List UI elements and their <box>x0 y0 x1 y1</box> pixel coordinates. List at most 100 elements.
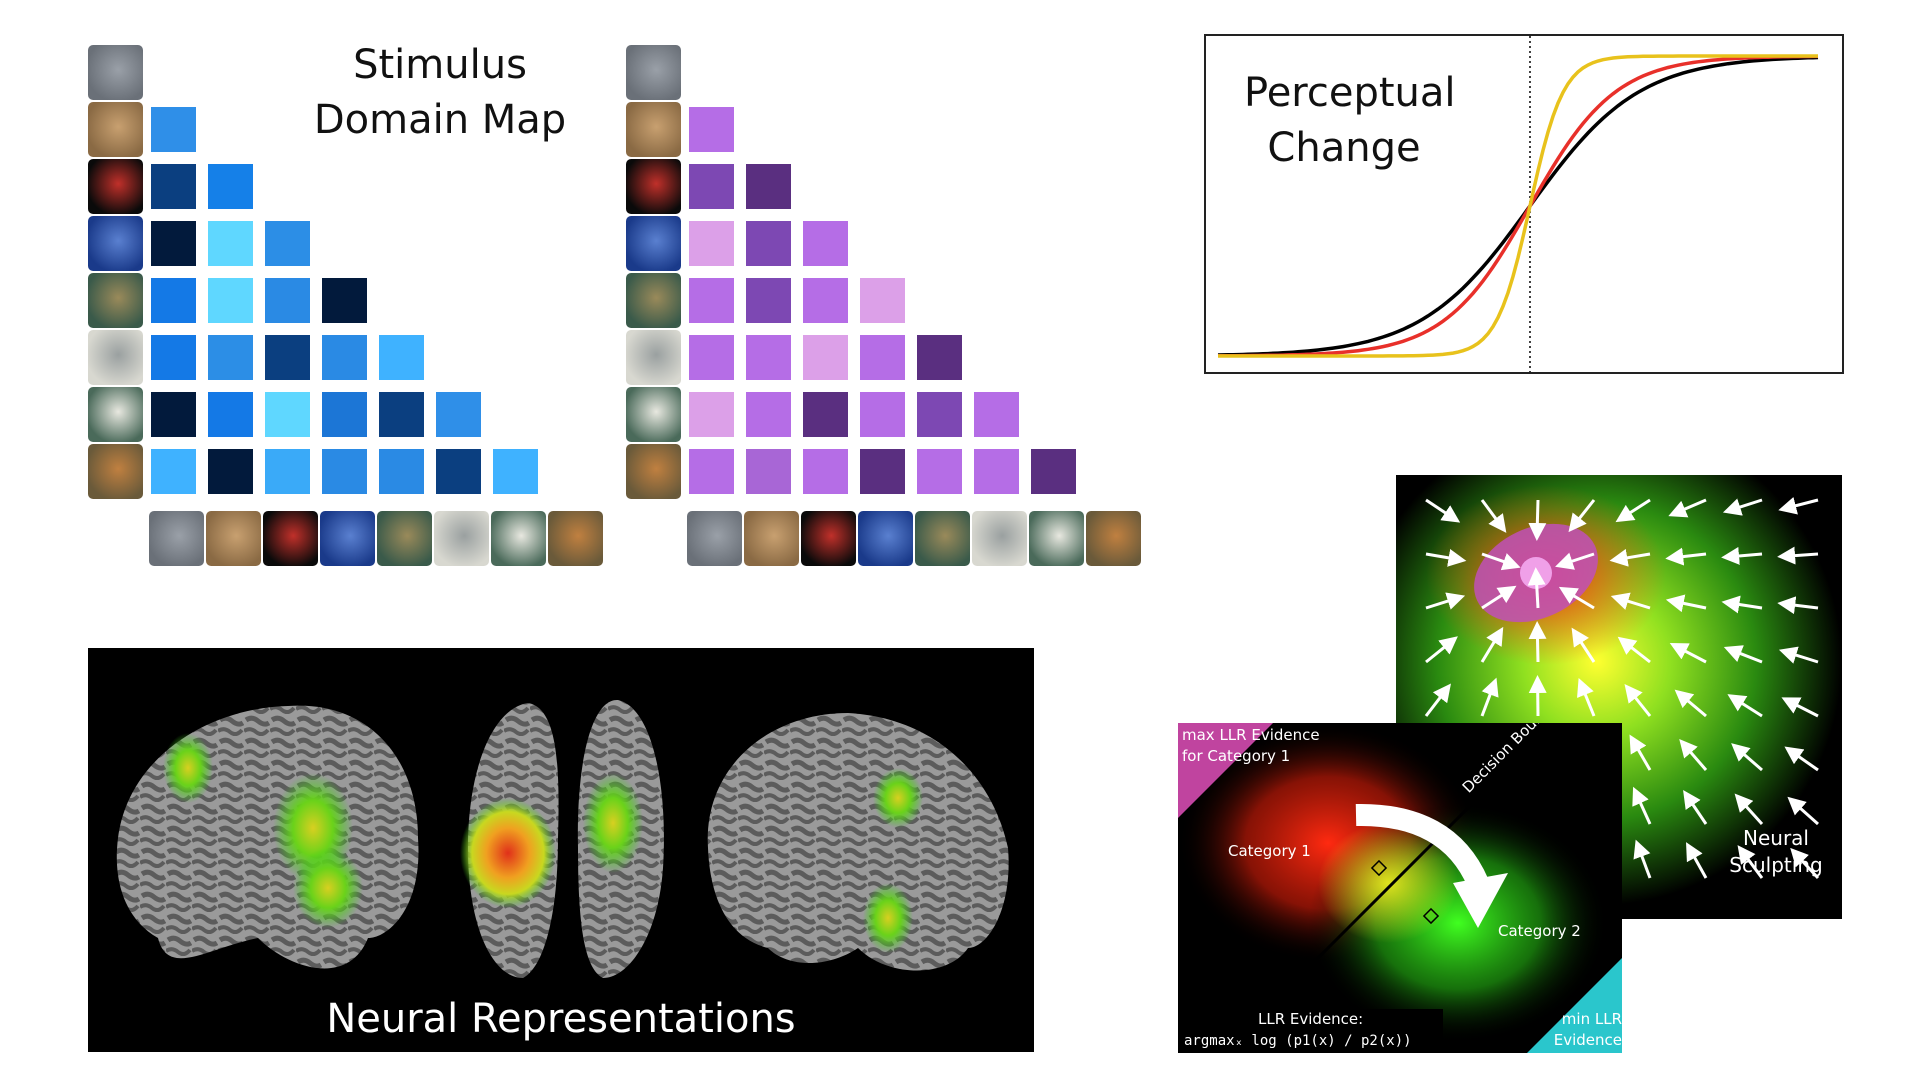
min-evidence-label: min LLR Evidence for Category 1 <box>1514 1010 1622 1053</box>
matrix-cell <box>746 221 791 266</box>
matrix-cell <box>803 278 848 323</box>
field-arrow <box>1424 683 1451 717</box>
owl-thumbnail <box>626 102 681 157</box>
snake-thumbnail <box>263 511 318 566</box>
field-arrow <box>1686 842 1708 879</box>
matrix-cell <box>322 392 367 437</box>
field-arrow <box>1425 636 1458 664</box>
field-arrow <box>1777 546 1819 565</box>
matrix-cell <box>746 278 791 323</box>
stimulus-marker-2 <box>1422 907 1440 925</box>
matrix-cell <box>917 335 962 380</box>
matrix-cell <box>1031 449 1076 494</box>
matrix-cell <box>746 164 791 209</box>
whale-thumbnail <box>626 216 681 271</box>
matrix-cell <box>689 164 734 209</box>
matrix-cell <box>208 335 253 380</box>
duck-thumbnail <box>491 511 546 566</box>
matrix-cell <box>322 278 367 323</box>
field-arrow <box>1633 839 1652 879</box>
field-arrow <box>1558 586 1595 610</box>
field-arrow <box>1777 596 1819 615</box>
matrix-cell <box>265 335 310 380</box>
field-arrow <box>1632 786 1652 825</box>
field-arrow <box>1787 796 1819 826</box>
matrix-cell <box>860 278 905 323</box>
matrix-cell <box>151 164 196 209</box>
cat-thumbnail <box>434 511 489 566</box>
matrix-cell <box>208 221 253 266</box>
formula-title: LLR Evidence: <box>1258 1010 1364 1028</box>
field-arrow <box>1784 746 1819 772</box>
field-arrow <box>1609 548 1651 567</box>
snake-thumbnail <box>88 159 143 214</box>
matrix-cell <box>436 449 481 494</box>
perceptual-change-title: Perceptual Change <box>1244 70 1456 171</box>
matrix-cell <box>803 449 848 494</box>
matrix-cell <box>379 335 424 380</box>
matrix-cell <box>974 392 1019 437</box>
seal-thumbnail <box>626 45 681 100</box>
field-arrow <box>1665 547 1707 566</box>
matrix-cell <box>746 449 791 494</box>
owl-thumbnail <box>88 102 143 157</box>
matrix-cell <box>689 449 734 494</box>
matrix-cell <box>208 164 253 209</box>
neural-representations-panel: Neural Representations <box>88 648 1034 1052</box>
deer-thumbnail <box>88 444 143 499</box>
matrix-cell <box>803 335 848 380</box>
matrix-cell <box>322 449 367 494</box>
field-arrow <box>1425 592 1466 610</box>
matrix-cell <box>151 449 196 494</box>
matrix-cell <box>689 392 734 437</box>
field-arrow <box>1425 549 1467 567</box>
field-arrow <box>1778 497 1819 515</box>
whale-thumbnail <box>320 511 375 566</box>
category-1-label: Category 1 <box>1228 842 1311 860</box>
field-arrow <box>1727 694 1763 718</box>
field-arrow <box>1528 499 1547 541</box>
matrix-cell <box>689 278 734 323</box>
field-arrow <box>1668 498 1707 518</box>
matrix-cell <box>689 107 734 152</box>
field-arrow <box>1571 627 1596 663</box>
field-arrow <box>1683 790 1708 825</box>
field-arrow <box>1615 498 1651 523</box>
turtle-thumbnail <box>88 273 143 328</box>
matrix-cell <box>151 278 196 323</box>
field-arrow <box>1722 498 1763 516</box>
matrix-cell <box>436 392 481 437</box>
seal-thumbnail <box>88 45 143 100</box>
formula-box: LLR Evidence: argmaxₓ log (p1(x) / p2(x)… <box>1178 1009 1443 1053</box>
matrix-cell <box>803 221 848 266</box>
matrix-cell <box>860 449 905 494</box>
matrix-cell <box>265 449 310 494</box>
cat-thumbnail <box>88 330 143 385</box>
sigmoid-plot <box>1217 36 1819 372</box>
field-arrow <box>1629 734 1652 771</box>
matrix-cell <box>265 392 310 437</box>
sigmoid-curve-black <box>1217 55 1819 357</box>
field-arrow <box>1480 677 1499 717</box>
matrix-cell <box>860 335 905 380</box>
matrix-cell <box>493 449 538 494</box>
max-evidence-corner <box>1178 723 1273 818</box>
field-arrow <box>1617 636 1651 664</box>
field-arrow <box>1721 595 1763 614</box>
matrix-cell <box>379 449 424 494</box>
sigmoid-curve-red <box>1218 54 1818 358</box>
matrix-cell <box>265 278 310 323</box>
field-arrow <box>1679 738 1708 771</box>
field-arrow <box>1778 646 1819 664</box>
field-arrow <box>1624 683 1652 717</box>
matrix-cell <box>917 449 962 494</box>
cat-thumbnail <box>626 330 681 385</box>
right-hemisphere <box>707 713 1009 971</box>
duck-thumbnail <box>1029 511 1084 566</box>
matrix-cell <box>974 449 1019 494</box>
field-arrow <box>1731 743 1763 772</box>
field-arrow <box>1790 847 1820 880</box>
matrix-cell <box>860 392 905 437</box>
matrix-cell <box>689 335 734 380</box>
field-arrow <box>1674 689 1707 718</box>
